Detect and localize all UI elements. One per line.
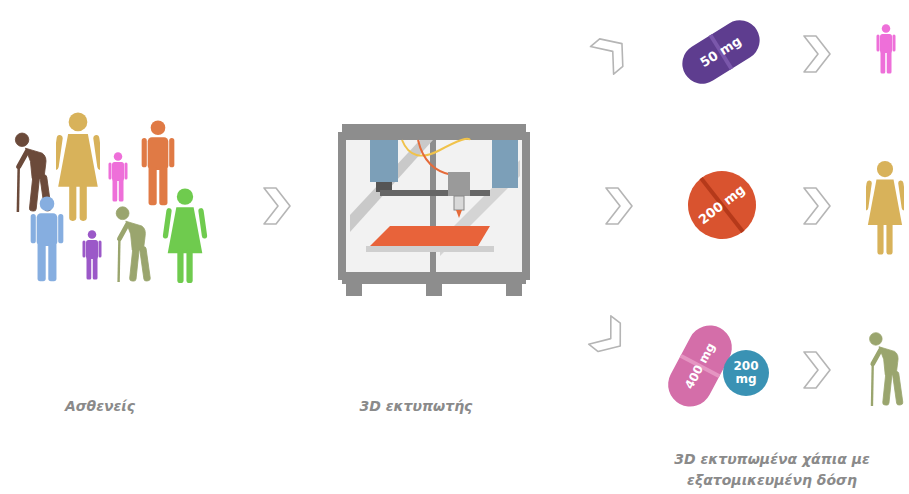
dose-label: 200 mg (731, 360, 761, 385)
group-caption: Ασθενείς (10, 396, 190, 416)
output-caption: 3D εκτυπωμένα χάπια με εξατομικευμένη δό… (672, 449, 872, 490)
dose-label: 200 mg (696, 183, 747, 227)
device-caption: 3D εκτυπωτής (316, 396, 516, 416)
capsule-pill: 50 mg (675, 13, 767, 91)
dose-label: 50 mg (698, 34, 744, 70)
round-tablet: 200 mg (723, 350, 769, 396)
dose-label: 400 mg (683, 341, 718, 391)
round-tablet: 200 mg (674, 157, 769, 252)
